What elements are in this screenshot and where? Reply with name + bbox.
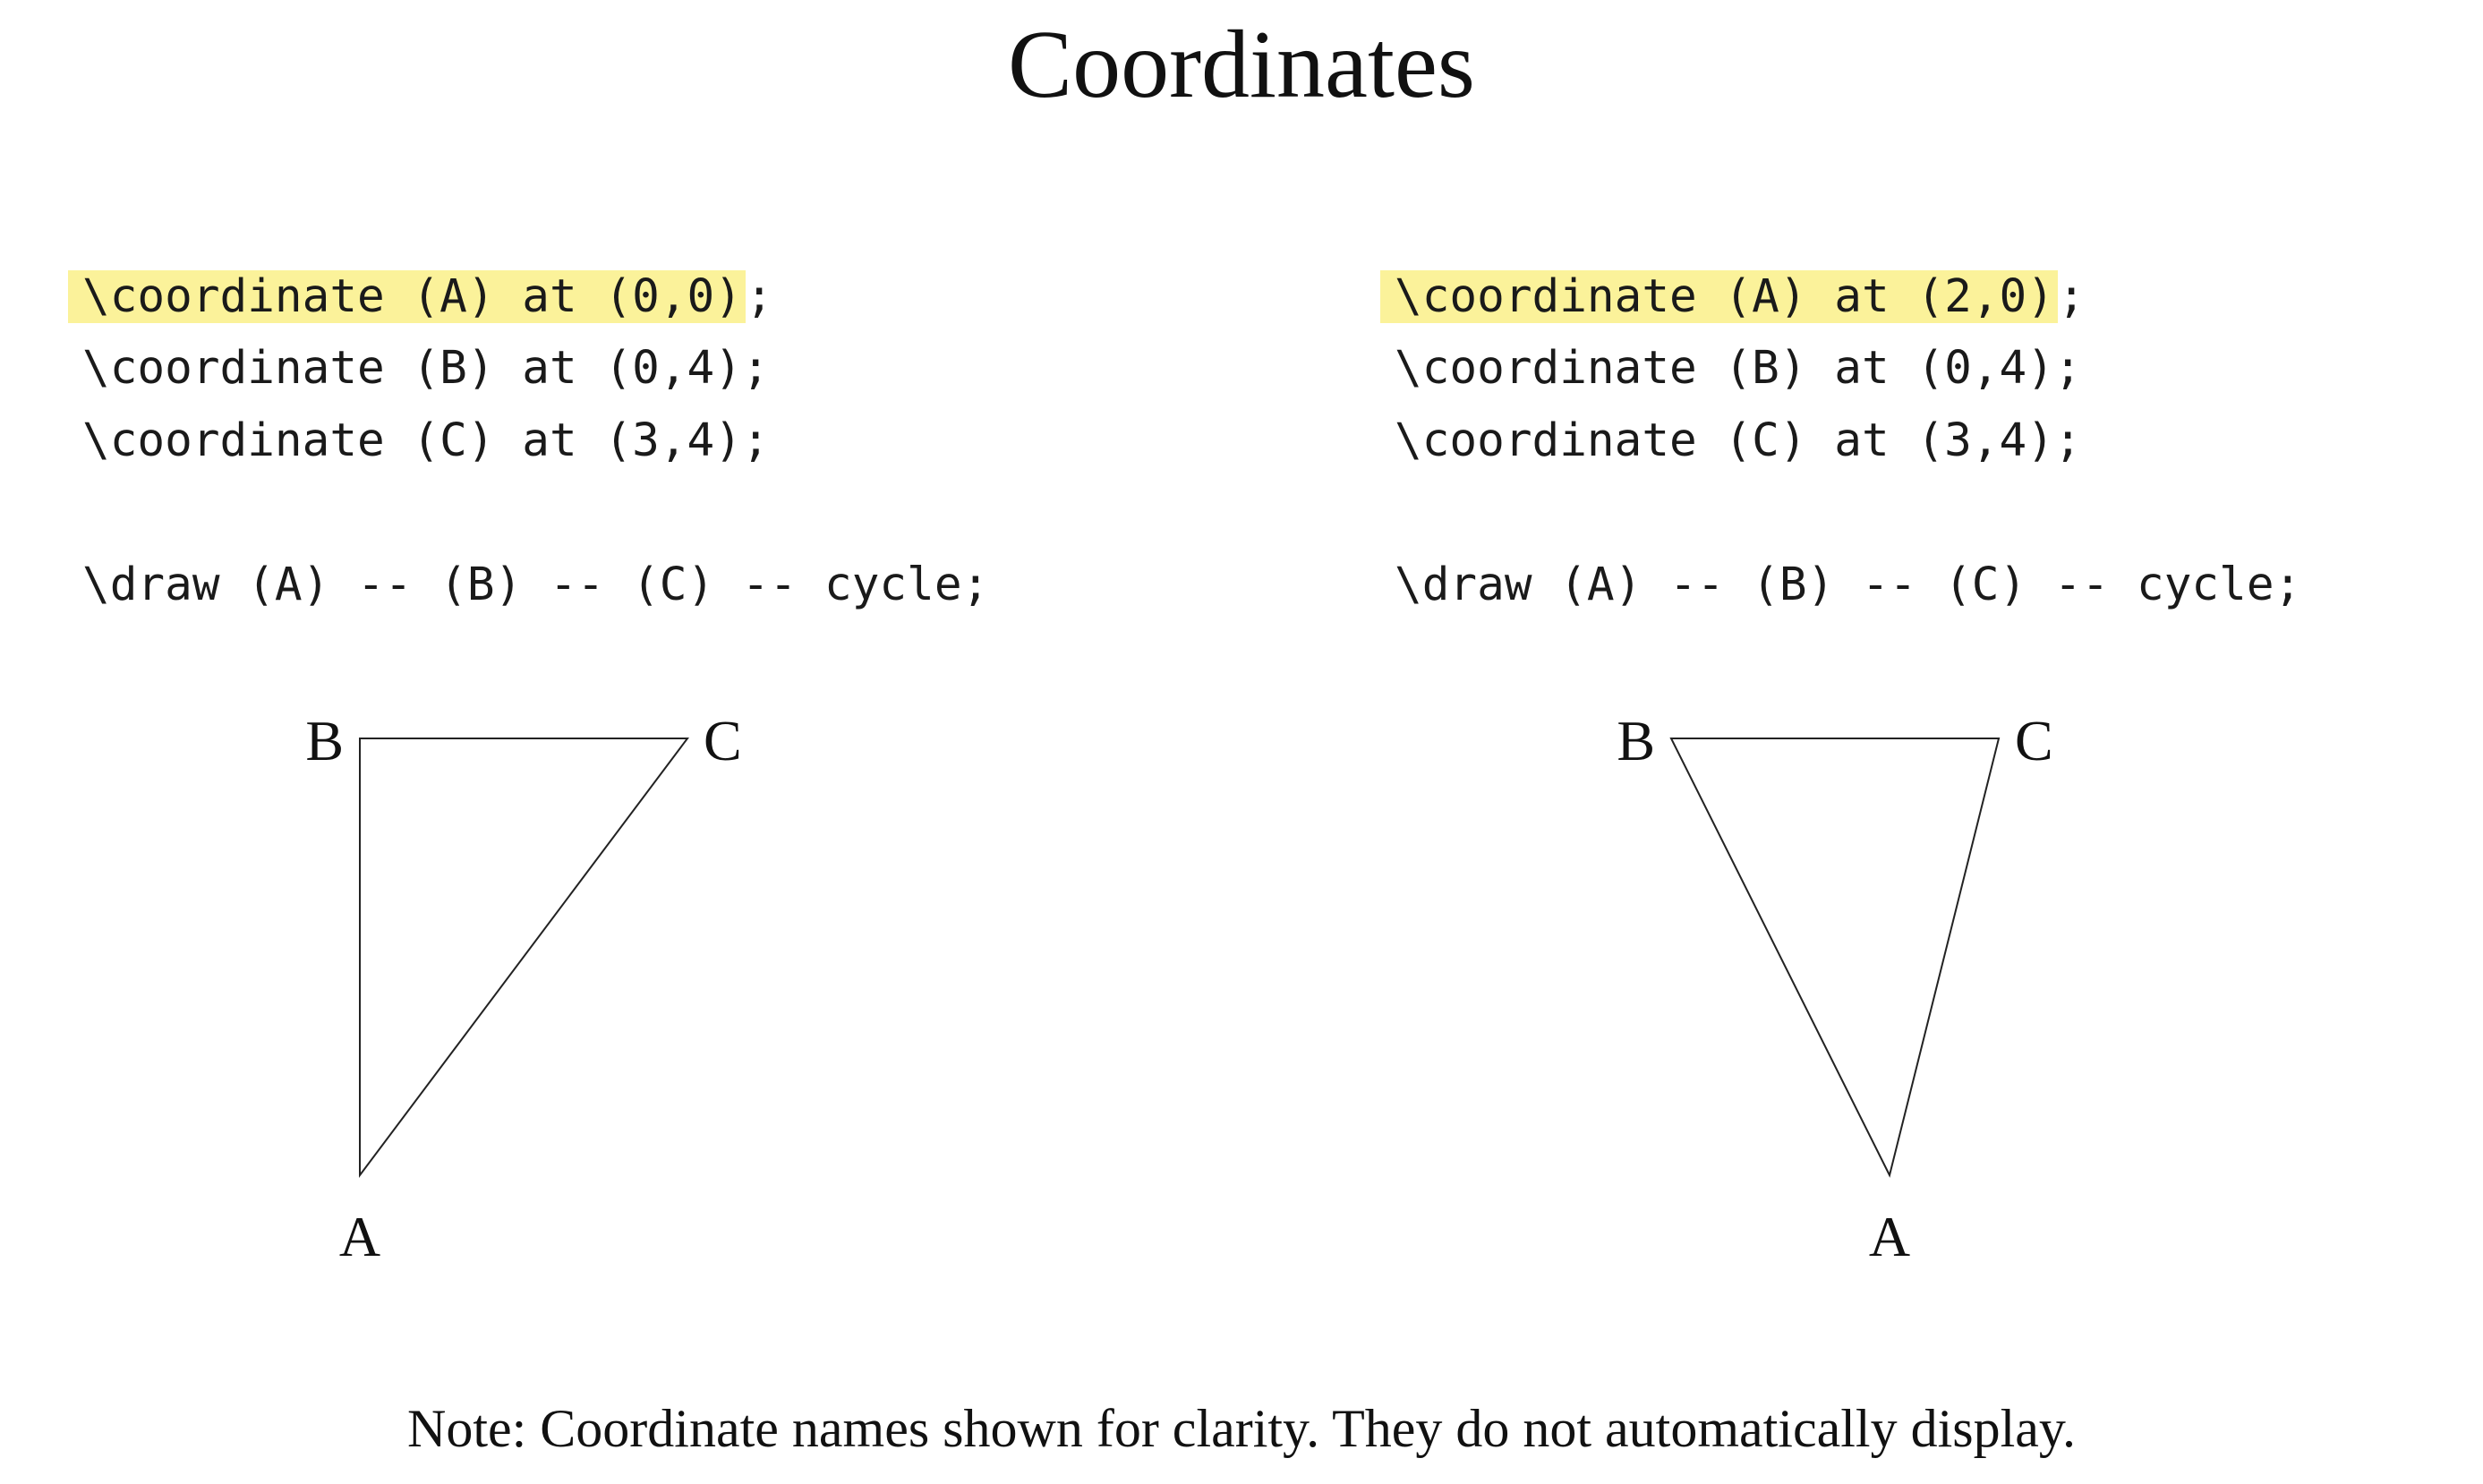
slide-title: Coordinates bbox=[1008, 12, 1475, 118]
code-line-coordinate-b: \coordinate (B) at (0,4); bbox=[1395, 342, 2082, 395]
point-label-b: B bbox=[305, 709, 344, 772]
code-highlight: \coordinate (A) at (0,0) bbox=[68, 270, 746, 323]
code-line-coordinate-c: \coordinate (C) at (3,4); bbox=[82, 414, 770, 467]
code-line-coordinate-b: \coordinate (B) at (0,4); bbox=[82, 342, 770, 395]
point-label-a: A bbox=[1869, 1205, 1910, 1268]
code-semicolon: ; bbox=[745, 270, 773, 323]
code-highlight: \coordinate (A) at (2,0) bbox=[1380, 270, 2058, 323]
code-line-draw: \draw (A) -- (B) -- (C) -- cycle; bbox=[1395, 559, 2302, 611]
footnote: Note: Coordinate names shown for clarity… bbox=[406, 1399, 2076, 1458]
triangle-diagram-left: A B C bbox=[305, 709, 741, 1268]
code-line-draw: \draw (A) -- (B) -- (C) -- cycle; bbox=[82, 559, 990, 611]
triangle-diagram-right: A B C bbox=[1617, 709, 2052, 1268]
point-label-a: A bbox=[339, 1205, 380, 1268]
triangle-outline bbox=[1669, 738, 2001, 1178]
code-line-coordinate-a: \coordinate (A) at (0,0); bbox=[68, 261, 773, 333]
code-line-coordinate-a: \coordinate (A) at (2,0); bbox=[1380, 261, 2086, 333]
code-line-coordinate-c: \coordinate (C) at (3,4); bbox=[1395, 414, 2082, 467]
point-label-b: B bbox=[1617, 709, 1655, 772]
triangle-outline bbox=[359, 738, 689, 1178]
point-label-c: C bbox=[2015, 709, 2053, 772]
point-label-c: C bbox=[704, 709, 742, 772]
code-semicolon: ; bbox=[2057, 270, 2086, 323]
